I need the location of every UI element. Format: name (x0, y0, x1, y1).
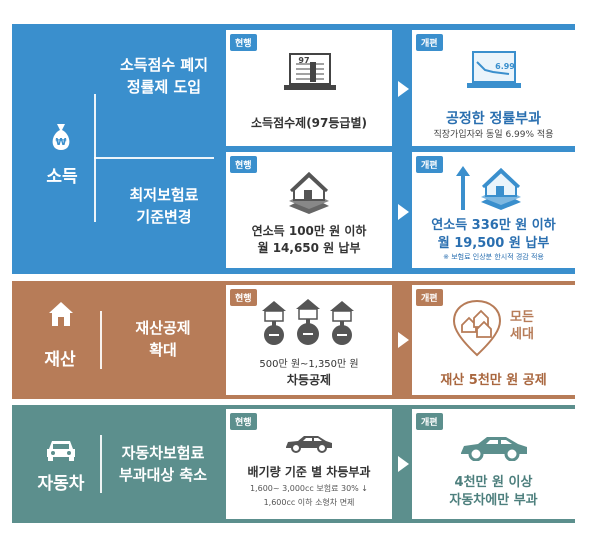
reform-tag: 개편 (416, 156, 443, 173)
badge-line1: 모든 (510, 310, 534, 325)
car-reform-line2: 자동차에만 부과 (449, 493, 538, 508)
income-reform1-reform-text: 공정한 정률부과 (445, 111, 542, 127)
car-side-icon (461, 437, 527, 461)
car-category-label: 자동차 (37, 474, 85, 494)
arrow-up-icon (456, 166, 470, 210)
car-current-sub1: 1,600~ 3,000cc 보험료 30% ↓ (249, 484, 369, 493)
car-front-icon (47, 441, 75, 461)
house-pin-icon: 모든 세대 (452, 299, 534, 357)
car-title-line1: 자동차보험료 (121, 444, 205, 462)
current-tag: 현행 (230, 156, 257, 173)
house-stack-icon (289, 171, 329, 214)
property-divider (100, 311, 102, 369)
trend-number: 6.99 (495, 62, 515, 71)
income-reform1-current-card: 현행 97 소득점수제(97등급별) (226, 30, 392, 146)
laptop-trend-icon: 6.99 (467, 51, 521, 88)
property-current-card: 현행 500만 원~1,350만 원 차등공제 (226, 285, 392, 395)
car-divider (100, 435, 102, 493)
car-current-text: 배기량 기준 별 차등부과 (247, 465, 371, 479)
income-reform2-reform-line1: 연소득 336만 원 이하 (431, 218, 556, 233)
property-section: 재산 재산공제 확대 현행 500만 (12, 281, 575, 399)
reform-tag: 개편 (416, 34, 443, 51)
car-current-sub2: 1,600cc 이하 소형차 면제 (263, 498, 355, 507)
car-title: 자동차보험료 부과대상 축소 (104, 442, 222, 486)
income-reform2-current-line2: 월 14,650 원 납부 (257, 241, 361, 255)
laptop-number: 97 (298, 56, 309, 65)
property-category-label: 재산 (44, 350, 76, 370)
income-reform1-title-line1: 소득점수 폐지 (119, 56, 209, 74)
income-reform2-current-line1: 연소득 100만 원 이하 (251, 224, 367, 238)
car-reform-card: 개편 4천만 원 이상 자동차에만 부과 (412, 409, 575, 519)
arrow-right-icon (398, 204, 409, 220)
property-reform-text: 재산 5천만 원 공제 (440, 373, 547, 388)
car-current-card: 현행 배기량 기준 별 차등부과 1,600~ 3,000cc 보험료 30% … (226, 409, 392, 519)
income-reform2-reform-card: 개편 연소득 336만 원 이하 월 19,500 원 납부 ※ 보험료 인상분… (412, 152, 575, 268)
arrow-right-icon (398, 332, 409, 348)
svg-text:₩: ₩ (55, 137, 66, 148)
property-reform-card: 개편 모든 세대 재산 5천만 원 공제 (412, 285, 575, 395)
income-reform2-title-line2: 기준변경 (136, 208, 192, 226)
scales-icon (262, 299, 354, 345)
income-reform2-title: 최저보험료 기준변경 (104, 184, 224, 228)
reform-tag: 개편 (416, 289, 443, 306)
badge-line2: 세대 (510, 327, 534, 342)
current-tag: 현행 (230, 289, 257, 306)
income-branch-connector (94, 157, 214, 159)
current-tag: 현행 (230, 34, 257, 51)
income-reform2-reform-line2: 월 19,500 원 납부 (437, 236, 550, 251)
income-reform1-reform-sub: 직장가입자와 동일 6.99% 적용 (433, 130, 554, 140)
income-section: ₩ 소득 소득점수 폐지 정률제 도입 최저보험료 기준변경 현행 97 소득점… (12, 24, 575, 274)
income-reform1-title: 소득점수 폐지 정률제 도입 (104, 54, 224, 98)
income-reform2-current-card: 현행 연소득 100만 원 이하 월 14,650 원 납부 (226, 152, 392, 268)
arrow-right-icon (398, 456, 409, 472)
car-section: 자동차 자동차보험료 부과대상 축소 현행 배기량 기준 별 차등부과 1,60… (12, 405, 575, 523)
car-reform-line1: 4천만 원 이상 (454, 475, 533, 490)
property-title-line2: 확대 (149, 341, 177, 359)
income-category-label: 소득 (46, 167, 78, 187)
property-title: 재산공제 확대 (108, 317, 218, 361)
income-reform1-title-line2: 정률제 도입 (126, 78, 202, 96)
current-tag: 현행 (230, 413, 257, 430)
property-current-line1: 500만 원~1,350만 원 (259, 359, 359, 370)
laptop-chart-icon: 97 (284, 53, 336, 90)
house-icon (49, 302, 73, 326)
car-title-line2: 부과대상 축소 (118, 466, 208, 484)
property-current-line2: 차등공제 (286, 373, 332, 387)
money-bag-icon: ₩ (52, 124, 70, 150)
income-reform1-reform-card: 개편 6.99 공정한 정률부과 직장가입자와 동일 6.99% 적용 (412, 30, 575, 146)
income-reform2-title-line1: 최저보험료 (129, 186, 199, 204)
reform-tag: 개편 (416, 413, 443, 430)
property-title-line1: 재산공제 (135, 319, 191, 337)
arrow-right-icon (398, 81, 409, 97)
house-stack-icon (481, 167, 521, 210)
income-reform2-reform-note: ※ 보험료 인상분 한시적 경감 적용 (443, 253, 544, 261)
car-side-icon (286, 436, 332, 453)
income-reform1-current-text: 소득점수제(97등급별) (251, 116, 367, 130)
